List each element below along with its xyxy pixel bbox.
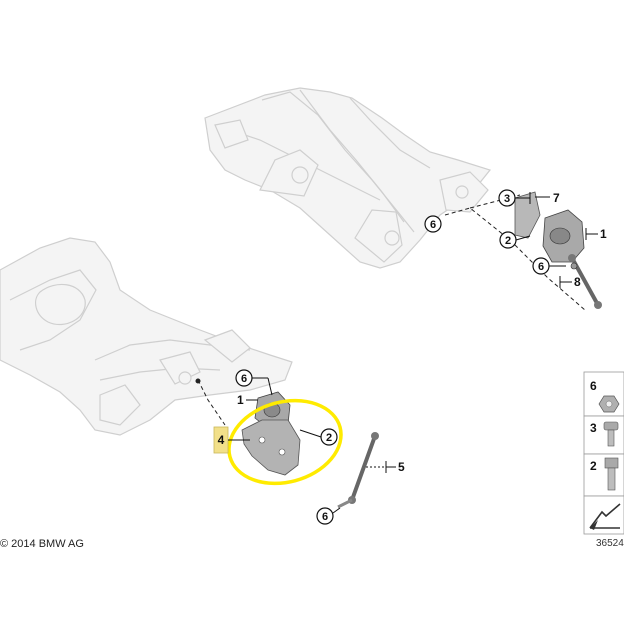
callout-5-front: 5 (398, 460, 405, 474)
legend-number-3: 3 (590, 421, 597, 435)
svg-text:2: 2 (505, 235, 511, 247)
callout-1-front: 1 (237, 393, 244, 407)
svg-text:4: 4 (218, 433, 225, 447)
svg-text:6: 6 (241, 373, 247, 385)
callout-6-front-bottom (316, 507, 334, 525)
hardware-legend: 6 3 2 (583, 371, 624, 535)
svg-text:2: 2 (326, 432, 332, 444)
callout-8-rear: 8 (574, 275, 581, 289)
front-sensor-bracket (241, 419, 301, 476)
front-coupling-rod (350, 435, 377, 501)
bolt-icon (604, 457, 619, 491)
highlight-circle (227, 398, 343, 486)
rear-sensor-assembly (514, 191, 602, 309)
svg-text:6: 6 (322, 511, 328, 523)
front-callouts: 6 1 4 2 5 6 (213, 369, 405, 525)
svg-text:3: 3 (504, 193, 510, 205)
screw-icon (603, 421, 619, 447)
copyright-text: © 2014 BMW AG (0, 538, 84, 550)
rear-sensor-bracket (514, 191, 541, 239)
front-leader-lines (195, 378, 226, 426)
callout-1-rear: 1 (600, 227, 607, 241)
arrow-symbol-icon (589, 503, 621, 530)
svg-text:6: 6 (538, 261, 544, 273)
legend-number-6: 6 (590, 379, 597, 393)
nut-icon (598, 395, 620, 413)
legend-number-2: 2 (590, 459, 597, 473)
svg-text:6: 6 (430, 219, 436, 231)
callout-6-rear-top (424, 215, 442, 233)
callout-7-rear: 7 (553, 191, 560, 205)
rear-subframe (204, 87, 492, 269)
drawing-number: 36524 (596, 538, 624, 549)
front-subframe (0, 237, 293, 436)
rear-callouts: 3 7 6 2 1 6 8 (424, 189, 607, 289)
